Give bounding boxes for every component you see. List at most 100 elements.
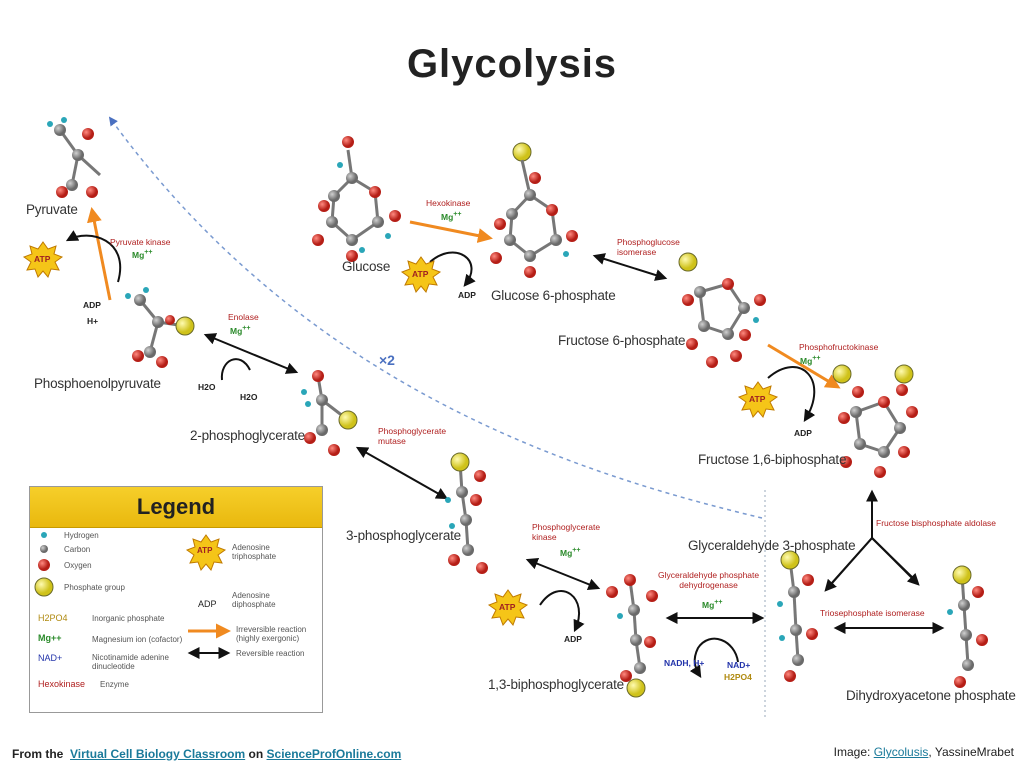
legend-inorganic-phosphate: Inorganic phosphate bbox=[92, 614, 165, 623]
atp-label-pk: ATP bbox=[34, 254, 51, 264]
phosphoglycerate-3-molecule bbox=[445, 452, 488, 574]
phosphate-swatch bbox=[34, 577, 54, 597]
hexokinase-atp-arc bbox=[429, 251, 476, 287]
legend-irreversible: Irreversible reaction (highly exergonic) bbox=[236, 625, 307, 643]
oxygen-swatch bbox=[38, 559, 50, 571]
atp-icon-pfk bbox=[737, 381, 779, 418]
label-2-phosphoglycerate: 2-phosphoglycerate bbox=[190, 428, 305, 443]
atp-swatch bbox=[185, 534, 227, 571]
footer-source: From the Virtual Cell Biology Classroom … bbox=[12, 747, 401, 761]
atp-icon-pgk bbox=[487, 589, 529, 626]
label-g6p: Glucose 6-phosphate bbox=[491, 288, 616, 303]
carbon-swatch bbox=[40, 545, 48, 553]
label-pyruvate: Pyruvate bbox=[26, 202, 78, 217]
enzyme-pgm: Phosphoglycerate mutase bbox=[378, 426, 447, 446]
legend-reversible: Reversible reaction bbox=[236, 649, 305, 658]
enzyme-enolase: Enolase bbox=[228, 312, 259, 322]
pgk-arrow bbox=[525, 557, 601, 591]
pgi-arrow bbox=[592, 253, 668, 281]
pfk-arrow bbox=[767, 343, 841, 389]
label-f16bp: Fructose 1,6-biphosphate bbox=[698, 452, 847, 467]
aldolase-left bbox=[824, 537, 873, 592]
legend-enzyme: Enzyme bbox=[100, 680, 129, 689]
legend-phosphate: Phosphate group bbox=[64, 583, 125, 592]
label-glucose: Glucose bbox=[342, 259, 391, 274]
legend-key-h2po4: H2PO4 bbox=[38, 613, 68, 623]
atp-label-pgk: ATP bbox=[499, 602, 516, 612]
enzyme-pgk: Phosphoglycerate kinase bbox=[532, 522, 601, 542]
adp-hexokinase: ADP bbox=[458, 290, 476, 300]
adp-pgk: ADP bbox=[564, 634, 582, 644]
mg-pk: Mg++ bbox=[132, 248, 153, 260]
phosphoenolpyruvate-molecule bbox=[125, 287, 195, 368]
legend-key-mg: Mg++ bbox=[38, 633, 62, 643]
dashed-return-arrow bbox=[108, 116, 763, 519]
label-3-phosphoglycerate: 3-phosphoglycerate bbox=[346, 528, 461, 543]
legend-header: Legend bbox=[30, 487, 322, 528]
pfk-atp-arc bbox=[767, 366, 816, 423]
g6p-molecule bbox=[490, 142, 578, 278]
legend-atp: Adenosine triphosphate bbox=[232, 543, 277, 561]
pgk-atp-arc bbox=[539, 590, 585, 633]
h2po4-label: H2PO4 bbox=[724, 672, 752, 682]
h-plus-pk: H+ bbox=[87, 316, 99, 326]
mg-pfk: Mg++ bbox=[800, 354, 821, 366]
enzyme-pfk: Phosphofructokinase bbox=[799, 342, 879, 352]
enzyme-gapdh: Glyceraldehyde phosphate dehydrogenase bbox=[658, 570, 760, 590]
legend-key-nad: NAD+ bbox=[38, 653, 63, 663]
enzyme-tpi: Triosephosphate isomerase bbox=[820, 608, 925, 618]
mg-hexokinase: Mg++ bbox=[441, 210, 462, 222]
image-source-link[interactable]: Glycolusis bbox=[873, 745, 929, 759]
legend-box: Legend Hydrogen Carbon Oxygen Phosphate … bbox=[29, 486, 323, 713]
legend-magnesium: Magnesium ion (cofactor) bbox=[92, 635, 183, 644]
legend-key-enzyme: Hexokinase bbox=[38, 679, 86, 689]
enzyme-pk: Pyruvate kinase bbox=[110, 237, 171, 247]
f6p-molecule bbox=[678, 252, 766, 368]
enolase-h2o-arc bbox=[220, 358, 251, 381]
enolase-arrow bbox=[203, 333, 299, 374]
hexokinase-arrow bbox=[409, 220, 493, 244]
dhap-molecule bbox=[947, 565, 988, 688]
footer-image-author: , YassineMrabet bbox=[928, 745, 1014, 759]
legend-key-atp: ATP bbox=[197, 546, 213, 555]
label-13-bpg: 1,3-biphosphoglycerate bbox=[488, 677, 624, 692]
phosphoglycerate-2-molecule bbox=[301, 370, 358, 456]
enzyme-pgi: Phosphoglucose isomerase bbox=[617, 237, 680, 257]
enzyme-aldolase: Fructose bisphosphate aldolase bbox=[876, 518, 997, 528]
h2o-left: H2O bbox=[198, 382, 216, 392]
label-dhap: Dihydroxyacetone phosphate bbox=[846, 688, 1016, 703]
legend-key-adp: ADP bbox=[198, 599, 217, 609]
label-phosphoenolpyruvate: Phosphoenolpyruvate bbox=[34, 376, 161, 391]
mg-pgk: Mg++ bbox=[560, 546, 581, 558]
pyruvate-molecule bbox=[47, 117, 102, 198]
pgm-arrow bbox=[355, 446, 449, 500]
legend-adp: Adenosine diphosphate bbox=[232, 591, 276, 609]
adp-pk: ADP bbox=[83, 300, 101, 310]
atp-icon-pk bbox=[22, 241, 64, 278]
biphosphoglycerate-molecule bbox=[606, 574, 658, 698]
x2-label: ×2 bbox=[379, 352, 395, 368]
nadh-label: NADH, H+ bbox=[664, 658, 705, 668]
g3p-molecule bbox=[777, 550, 818, 682]
footer-on: on bbox=[248, 747, 264, 761]
scienceprofonline-link[interactable]: ScienceProfOnline.com bbox=[266, 747, 402, 761]
mg-gapdh: Mg++ bbox=[702, 598, 723, 610]
label-g3p: Glyceraldehyde 3-phosphate bbox=[688, 538, 856, 553]
gapdh-nad-arc bbox=[689, 637, 739, 679]
footer-from: From the bbox=[12, 747, 64, 761]
page-title: Glycolysis bbox=[406, 42, 618, 86]
atp-label-pfk: ATP bbox=[749, 394, 766, 404]
legend-carbon: Carbon bbox=[64, 545, 91, 554]
nad-label: NAD+ bbox=[727, 660, 751, 670]
pk-atp-arc bbox=[65, 230, 122, 283]
adp-pfk: ADP bbox=[794, 428, 812, 438]
pk-arrow bbox=[86, 207, 112, 301]
legend-hydrogen: Hydrogen bbox=[64, 531, 99, 540]
virtual-cell-link[interactable]: Virtual Cell Biology Classroom bbox=[70, 747, 246, 761]
aldolase-right bbox=[871, 537, 920, 586]
atp-icon-hexokinase bbox=[400, 256, 442, 293]
glucose-molecule bbox=[312, 136, 401, 262]
mg-enolase: Mg++ bbox=[230, 324, 251, 336]
h2o-right: H2O bbox=[240, 392, 258, 402]
